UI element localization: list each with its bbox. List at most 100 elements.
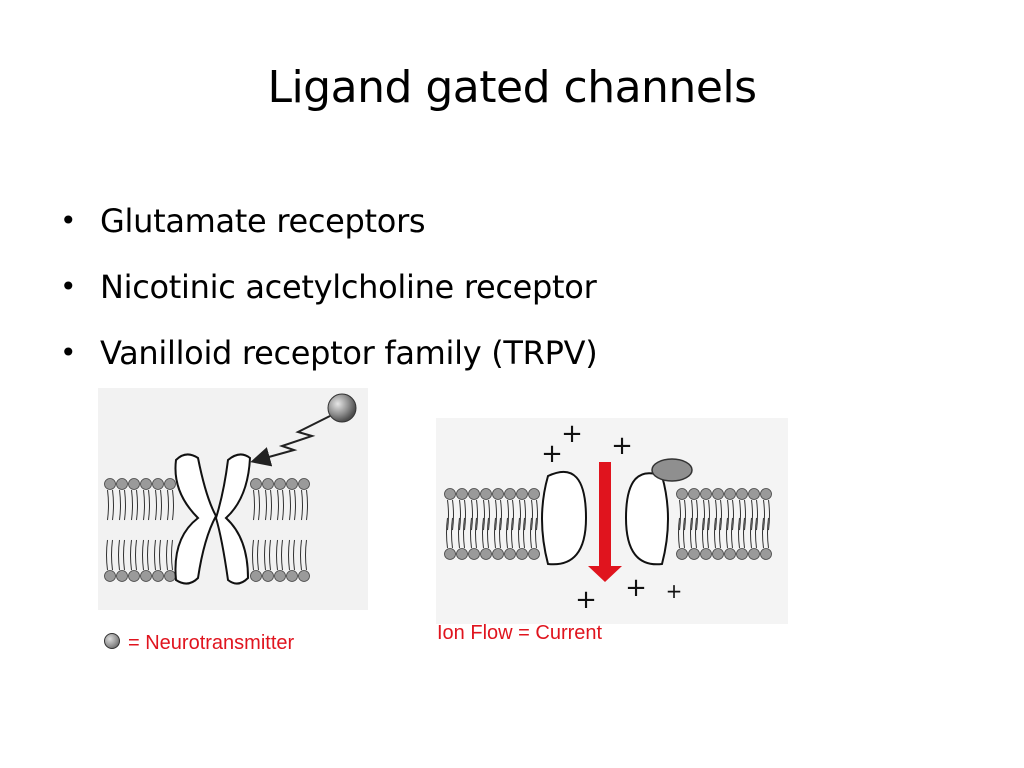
- lipid-head: [736, 488, 748, 500]
- lipid-head: [274, 478, 286, 490]
- lipid-tail: [738, 517, 740, 549]
- lipid-tail: [696, 499, 698, 531]
- lipid-tail: [452, 499, 454, 531]
- lipid-head: [736, 548, 748, 560]
- lipid-tail: [714, 517, 716, 549]
- lipid-tail: [524, 499, 526, 531]
- bound-ligand-icon: [651, 458, 693, 482]
- lipid-tail: [751, 499, 753, 531]
- lipid-head: [286, 478, 298, 490]
- slide-title: Ligand gated channels: [267, 62, 757, 113]
- lipid-tail: [118, 539, 120, 571]
- lipid-head: [152, 570, 164, 582]
- lipid-head: [516, 548, 528, 560]
- lipid-tail: [447, 499, 449, 531]
- lipid-head: [250, 570, 262, 582]
- lipid-tail: [690, 517, 692, 549]
- lipid-head: [528, 488, 540, 500]
- lipid-tail: [277, 489, 279, 521]
- lipid-head: [250, 478, 262, 490]
- channel-protein-closed: [174, 453, 218, 585]
- lipid-tail: [147, 539, 149, 571]
- lipid-tail: [166, 539, 168, 571]
- ion-plus-icon: +: [575, 585, 597, 615]
- lipid-tail: [535, 517, 537, 549]
- lipid-head: [444, 488, 456, 500]
- channel-protein-open-left: [541, 470, 588, 566]
- lipid-tail: [300, 539, 302, 571]
- open-channel-diagram: + + + + + +: [436, 418, 788, 624]
- lipid-tail: [253, 489, 255, 521]
- lipid-tail: [257, 539, 259, 571]
- bullet-icon: •: [60, 204, 77, 237]
- lipid-head: [164, 478, 176, 490]
- lipid-tail: [458, 517, 460, 549]
- lipid-head: [688, 548, 700, 560]
- lipid-tail: [499, 517, 501, 549]
- lipid-tail: [172, 489, 174, 521]
- lipid-tail: [258, 489, 260, 521]
- bullet-list: • Glutamate receptors • Nicotinic acetyl…: [58, 188, 598, 386]
- lipid-tail: [707, 517, 709, 549]
- closed-channel-diagram: [98, 388, 368, 610]
- lipid-tail: [459, 499, 461, 531]
- lipid-tail: [142, 539, 144, 571]
- lipid-head: [116, 570, 128, 582]
- lipid-head: [456, 488, 468, 500]
- lipid-tail: [678, 517, 680, 549]
- lipid-tail: [111, 539, 113, 571]
- lipid-tail: [767, 517, 769, 549]
- lipid-tail: [483, 499, 485, 531]
- lipid-head: [676, 548, 688, 560]
- lipid-head: [724, 548, 736, 560]
- lipid-tail: [495, 499, 497, 531]
- lipid-tail: [301, 489, 303, 521]
- lipid-head: [480, 488, 492, 500]
- lipid-tail: [762, 517, 764, 549]
- ion-plus-icon: +: [625, 573, 647, 603]
- lipid-head: [712, 488, 724, 500]
- lipid-head: [140, 570, 152, 582]
- lipid-tail: [167, 489, 169, 521]
- lipid-tail: [743, 517, 745, 549]
- lipid-tail: [530, 517, 532, 549]
- lipid-tail: [476, 499, 478, 531]
- lipid-tail: [475, 517, 477, 549]
- lipid-head: [492, 488, 504, 500]
- lipid-head: [760, 488, 772, 500]
- lipid-head: [286, 570, 298, 582]
- lipid-tail: [143, 489, 145, 521]
- lipid-head: [688, 488, 700, 500]
- lipid-tail: [131, 489, 133, 521]
- lipid-tail: [136, 489, 138, 521]
- lipid-head: [760, 548, 772, 560]
- lipid-head: [516, 488, 528, 500]
- lipid-head: [152, 478, 164, 490]
- lipid-tail: [289, 489, 291, 521]
- lipid-tail: [119, 489, 121, 521]
- lipid-tail: [691, 499, 693, 531]
- bullet-item-vanilloid: • Vanilloid receptor family (TRPV): [58, 320, 598, 386]
- lipid-tail: [519, 499, 521, 531]
- lipid-tail: [727, 499, 729, 531]
- lipid-head: [504, 488, 516, 500]
- lipid-head: [504, 548, 516, 560]
- lipid-head: [164, 570, 176, 582]
- lipid-tail: [695, 517, 697, 549]
- lipid-tail: [252, 539, 254, 571]
- lipid-head: [700, 488, 712, 500]
- ion-flow-caption: Ion Flow = Current: [437, 622, 603, 644]
- lipid-tail: [755, 517, 757, 549]
- lipid-tail: [123, 539, 125, 571]
- lipid-tail: [130, 539, 132, 571]
- lipid-tail: [684, 499, 686, 531]
- lipid-tail: [106, 539, 108, 571]
- lipid-head: [456, 548, 468, 560]
- lipid-tail: [276, 539, 278, 571]
- lipid-tail: [288, 539, 290, 571]
- lipid-tail: [708, 499, 710, 531]
- lipid-head: [140, 478, 152, 490]
- channel-protein-closed-right: [214, 453, 252, 585]
- lipid-tail: [507, 499, 509, 531]
- lipid-tail: [265, 489, 267, 521]
